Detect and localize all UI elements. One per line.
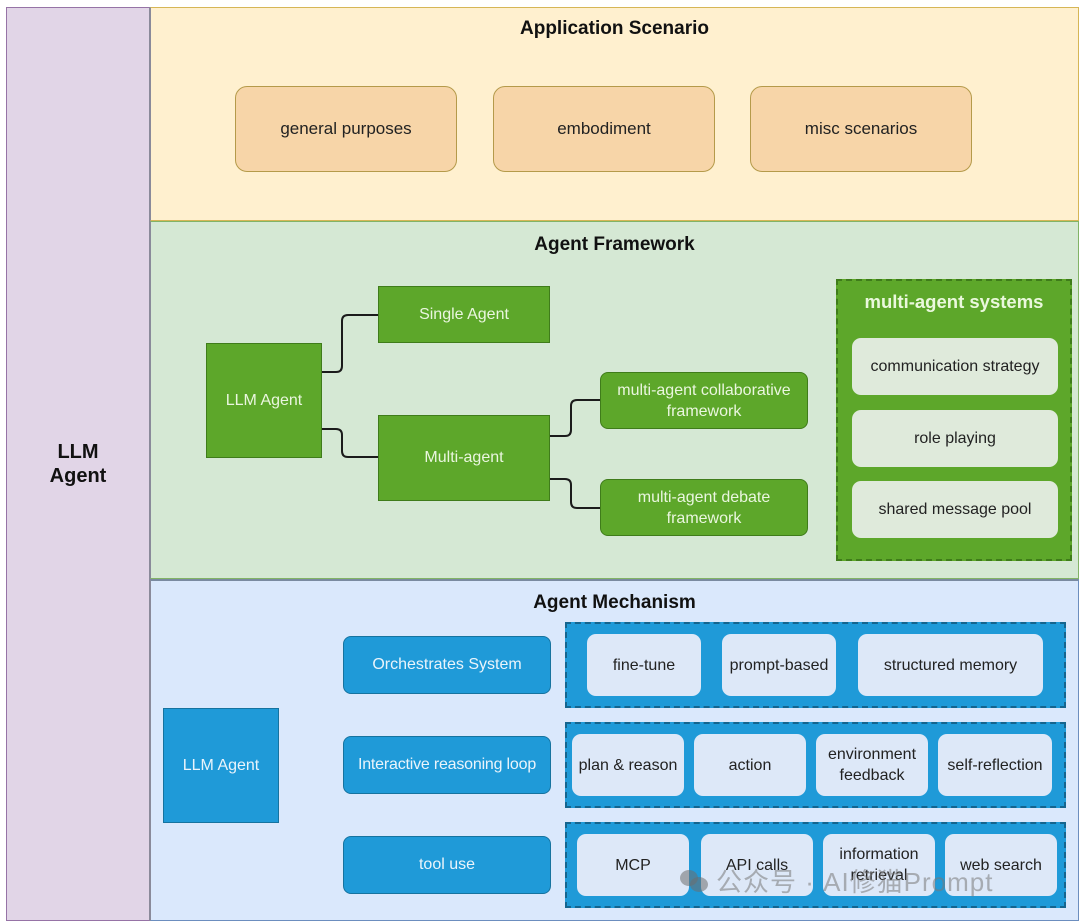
interactive-reasoning-loop-node: Interactive reasoning loop (343, 736, 551, 794)
mas-role-playing: role playing (852, 410, 1058, 467)
orchestrates-system-node: Orchestrates System (343, 636, 551, 694)
chip-api-calls: API calls (701, 834, 813, 896)
framework-llm-agent-node: LLM Agent (206, 343, 322, 458)
watermark-text: 公众号 · AI修猫Prompt (716, 867, 994, 897)
chip-prompt-based: prompt-based (722, 634, 836, 696)
tool-use-node: tool use (343, 836, 551, 894)
application-scenario-section: Application Scenario general purposes em… (150, 7, 1079, 221)
scenario-misc: misc scenarios (750, 86, 972, 172)
multi-agent-systems-group: multi-agent systems communication strate… (836, 279, 1072, 561)
scenario-embodiment: embodiment (493, 86, 715, 172)
tool-use-group: MCP API calls information retrieval web … (565, 822, 1066, 908)
llm-agent-label-line2: Agent (49, 465, 107, 487)
llm-agent-column: LLM Agent (6, 7, 150, 921)
single-agent-node: Single Agent (378, 286, 550, 343)
mas-communication-strategy: communication strategy (852, 338, 1058, 395)
multi-agent-systems-title: multi-agent systems (864, 291, 1044, 312)
interactive-reasoning-group: plan & reason action environment feedbac… (565, 722, 1066, 808)
llm-agent-column-label: LLM Agent (50, 440, 107, 488)
mas-shared-message-pool: shared message pool (852, 481, 1058, 538)
chip-fine-tune: fine-tune (587, 634, 701, 696)
llm-agent-label-line1: LLM (57, 441, 99, 463)
chip-mcp: MCP (577, 834, 689, 896)
chip-information-retrieval: information retrieval (823, 834, 935, 896)
chip-action: action (694, 734, 806, 796)
orchestrates-system-group: fine-tune prompt-based structured memory (565, 622, 1066, 708)
multi-agent-collaborative-node: multi-agent collaborative framework (600, 372, 808, 429)
agent-framework-title: Agent Framework (534, 234, 695, 255)
wechat-icon (680, 868, 710, 894)
watermark: 公众号 · AI修猫Prompt (680, 862, 993, 899)
multi-agent-node: Multi-agent (378, 415, 550, 501)
application-scenario-title: Application Scenario (520, 18, 709, 39)
agent-mechanism-title: Agent Mechanism (533, 592, 696, 613)
chip-plan-and-reason: plan & reason (572, 734, 684, 796)
multi-agent-debate-node: multi-agent debate framework (600, 479, 808, 536)
chip-self-reflection: self-reflection (938, 734, 1052, 796)
scenario-general-purposes: general purposes (235, 86, 457, 172)
chip-web-search: web search (945, 834, 1057, 896)
chip-environment-feedback: environment feedback (816, 734, 928, 796)
chip-structured-memory: structured memory (858, 634, 1043, 696)
mechanism-llm-agent-node: LLM Agent (163, 708, 279, 823)
